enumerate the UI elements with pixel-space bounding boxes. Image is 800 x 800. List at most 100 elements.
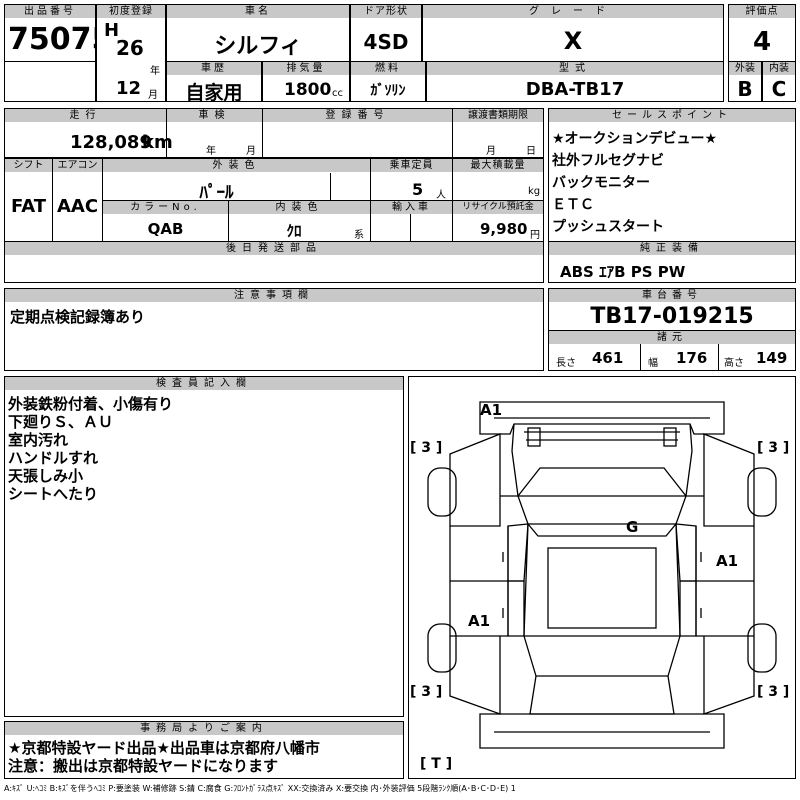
displacement: 1800 <box>284 80 332 100</box>
inspector-note-4: ハンドルすれ <box>8 449 99 467</box>
mark-left-rear: A1 <box>468 612 491 630</box>
caution-label: 注意事項欄 <box>5 289 543 302</box>
equipment: ABS ｴｱB PS PW <box>560 263 686 281</box>
exterior-color: ﾊﾟｰﾙ <box>199 183 234 203</box>
fuel: ｶﾞｿﾘﾝ <box>370 83 406 99</box>
color-no-label: カラーNo. <box>103 201 228 214</box>
inspector-note-3: 室内汚れ <box>8 431 69 449</box>
interior-color-label: 内装色 <box>229 201 370 214</box>
color-number: QAB <box>147 220 184 238</box>
length: 461 <box>592 349 624 367</box>
inspector-note-1: 外装鉄粉付着、小傷有り <box>8 395 174 413</box>
width: 176 <box>676 349 708 367</box>
mileage-unit: km <box>142 132 173 153</box>
history: 自家用 <box>185 82 243 104</box>
office-note-1: ★京都特設ヤード出品★出品車は京都府八幡市 <box>8 739 320 757</box>
height: 149 <box>756 349 788 367</box>
grade: X <box>563 27 583 55</box>
legend: A:ｷｽﾞ U:ﾍｺﾐ B:ｷｽﾞを伴うﾍｺﾐ P:要塗装 W:補修跡 S:錆 … <box>4 784 516 793</box>
sales-label: セールスポイント <box>549 109 795 122</box>
interior-color-suffix: 系 <box>354 230 364 241</box>
capacity-unit: 人 <box>436 190 446 201</box>
load-label: 最大積載量 <box>453 159 543 172</box>
history-label: 車歴 <box>167 62 261 75</box>
era-letter: H <box>104 20 120 41</box>
office-label: 事務局よりご案内 <box>5 722 403 735</box>
capacity-label: 乗車定員 <box>371 159 452 172</box>
sales-point-3: バックモニター <box>552 175 650 191</box>
transfer-label: 譲渡書類期限 <box>453 109 543 122</box>
transfer-month-unit: 月 <box>486 146 496 157</box>
exterior-label: 外装 <box>729 62 761 75</box>
mileage: 128,089 <box>70 132 152 153</box>
ac: AAC <box>56 196 99 217</box>
caution-text: 定期点検記録簿あり <box>10 308 146 326</box>
transfer-day-unit: 日 <box>526 146 536 157</box>
chassis-number: TB17-019215 <box>590 304 754 329</box>
grade-label: グレード <box>423 5 723 18</box>
load-unit: kg <box>528 186 541 197</box>
inspection-label: 車検 <box>167 109 262 122</box>
lot-label: 出品番号 <box>5 5 95 18</box>
inspection-month-unit: 月 <box>246 146 256 157</box>
car-name-label: 車名 <box>167 5 349 18</box>
car-condition-diagram <box>427 401 777 749</box>
model: DBA-TB17 <box>525 79 625 100</box>
mileage-label: 走行 <box>5 109 166 122</box>
sales-point-2: 社外フルセグナビ <box>552 153 664 169</box>
recycle-unit: 円 <box>530 230 540 241</box>
chassis-label: 車台番号 <box>549 289 795 302</box>
interior-color: ｸﾛ <box>286 222 302 240</box>
inspector-note-2: 下廻りＳ、ＡＵ <box>8 413 114 431</box>
ac-label: エアコン <box>53 159 102 172</box>
length-label: 長さ <box>556 358 576 369</box>
corner-rear-left: [ 3 ] <box>410 684 443 700</box>
registration-month: 12 <box>116 78 142 99</box>
score-label: 評価点 <box>729 5 795 18</box>
inspector-label: 検査員記入欄 <box>5 377 403 390</box>
shift: FAT <box>10 196 47 217</box>
interior-label: 内装 <box>763 62 795 75</box>
corner-front-right: [ 3 ] <box>757 440 790 456</box>
exterior-grade: B <box>737 77 753 101</box>
lot-blank-cell <box>4 61 96 102</box>
inspector-cell <box>4 376 404 717</box>
fuel-label: 燃料 <box>351 62 425 75</box>
car-name: シルフィ <box>214 34 302 59</box>
first-reg-label: 初度登録 <box>97 5 165 18</box>
sales-point-4: ＥＴＣ <box>552 197 594 213</box>
displacement-unit: cc <box>332 88 343 99</box>
mark-front-bumper: A1 <box>480 401 503 419</box>
trunk-mark: [ T ] <box>420 756 453 772</box>
later-parts-label: 後日発送部品 <box>5 242 543 255</box>
lot-number: 75075 <box>8 22 113 57</box>
sales-point-1: ★オークションデビュー★ <box>552 131 718 147</box>
recycle-label: リサイクル預託金 <box>453 201 543 214</box>
score: 4 <box>752 27 772 57</box>
inspector-note-6: シートへたり <box>8 485 99 503</box>
mark-windshield: G <box>626 518 639 536</box>
plate-label: 登録番号 <box>263 109 452 122</box>
shift-label: シフト <box>5 159 52 172</box>
month-suffix: 月 <box>148 90 158 101</box>
door-label: ドア形状 <box>351 5 421 18</box>
registration-year: 26 <box>116 36 144 60</box>
corner-rear-right: [ 3 ] <box>757 684 790 700</box>
recycle-deposit: 9,980 <box>480 220 528 238</box>
year-suffix: 年 <box>150 66 160 77</box>
displacement-label: 排気量 <box>263 62 349 75</box>
model-label: 型式 <box>427 62 723 75</box>
corner-front-left: [ 3 ] <box>410 440 443 456</box>
inspector-note-5: 天張しみ小 <box>8 467 84 485</box>
import-label: 輸入車 <box>371 201 452 214</box>
sales-point-5: プッシュスタート <box>552 219 664 235</box>
height-label: 高さ <box>724 358 744 369</box>
inspection-year-unit: 年 <box>206 146 216 157</box>
color-label: 外装色 <box>103 159 370 172</box>
interior-grade: C <box>771 77 787 101</box>
capacity: 5 <box>412 180 424 199</box>
spec-label: 諸元 <box>549 331 795 344</box>
condition-diagram-cell <box>408 376 796 779</box>
sales-points-cell <box>548 108 796 242</box>
office-note-2: 注意：搬出は京都特設ヤードになります <box>8 757 279 775</box>
